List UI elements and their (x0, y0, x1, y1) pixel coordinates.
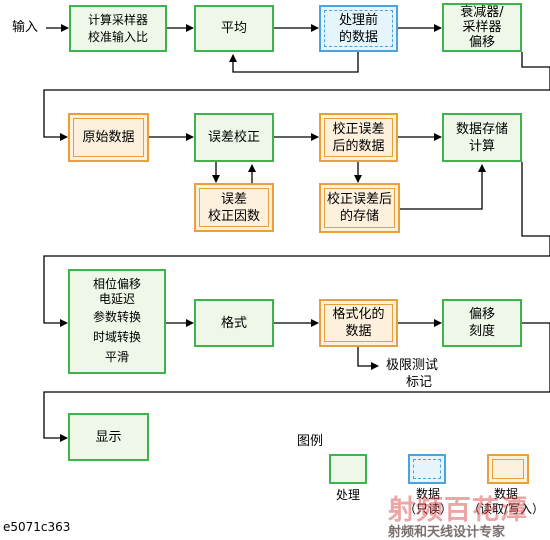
limit-test-label: 极限测试 标记 (386, 357, 438, 391)
limit-test-line-2: 标记 (406, 375, 433, 390)
legend-rw-line-1: 数据 (494, 487, 519, 501)
raw-data-label: 原始数据 (82, 130, 135, 145)
attenuator-box: 衰减器/ 采样器 偏移 (442, 3, 522, 52)
watermark-main: 射频百花潭 (388, 495, 528, 526)
legend-process-swatch (329, 454, 367, 484)
data-store-calc-line-2: 计算 (468, 138, 495, 154)
display-label: 显示 (95, 429, 122, 445)
raw-before-line-2: 的数据 (338, 29, 378, 45)
corrected-store-line-1: 校正误差后 (326, 192, 392, 207)
transforms-line-1: 相位偏移 (92, 276, 141, 291)
display-box: 显示 (68, 413, 149, 461)
arrow-wrap-1 (43, 52, 550, 141)
calc-sampler-box: 计算采样器 校准输入比 (69, 5, 167, 52)
legend-title: 图例 (297, 434, 324, 449)
raw-before-line-1: 处理前 (338, 12, 378, 28)
corrected-data-line-2: 后的数据 (332, 138, 385, 154)
transforms-box: 相位偏移 电延迟 参数转换 时域转换 平滑 (68, 269, 166, 374)
arrow-wrap-3 (43, 322, 550, 442)
transforms-line-5: 平滑 (104, 349, 129, 364)
corrected-data-line-1: 校正误差 (332, 121, 385, 137)
attenuator-line-3: 偏移 (468, 35, 495, 50)
figure-id: e5071c363 (3, 520, 71, 534)
format-label: 格式 (220, 315, 247, 331)
arrow-14 (357, 347, 379, 370)
transforms-line-4: 时域转换 (92, 329, 141, 344)
legend-readonly-label: 数据 （只读） (404, 487, 452, 517)
offset-scale-box: 偏移 刻度 (442, 299, 522, 347)
error-coeff-line-1: 误差 (220, 191, 247, 207)
offset-scale-line-1: 偏移 (468, 307, 495, 322)
legend-readonly-line-1: 数据 (416, 487, 441, 501)
offset-scale-line-2: 刻度 (468, 324, 495, 339)
formatted-data-line-2: 数据 (345, 324, 372, 339)
legend-process-label: 处理 (336, 488, 361, 502)
transforms-line-3: 参数转换 (92, 309, 141, 324)
error-coeff-line-2: 校正因数 (207, 208, 260, 224)
attenuator-line-1: 衰减器/ (460, 5, 504, 20)
error-correction-label: 误差校正 (207, 130, 260, 145)
data-store-calc-box: 数据存储 计算 (442, 113, 522, 162)
input-label: 输入 (12, 20, 39, 35)
arrow-feedback (229, 52, 359, 73)
arrow-wrap-2 (43, 162, 550, 327)
format-box: 格式 (194, 299, 274, 347)
formatted-data-line-1: 格式化的 (332, 307, 385, 322)
watermark-sub: 射频和天线设计专家 (388, 525, 506, 540)
corrected-store-line-2: 的存储 (339, 209, 379, 224)
attenuator-line-2: 采样器 (462, 20, 502, 35)
corrected-data-box: 校正误差 后的数据 (319, 113, 398, 162)
legend-rw-label: 数据 （读取/写入） (468, 487, 544, 517)
legend-rw-swatch (487, 454, 529, 484)
averaging-box: 平均 (194, 5, 274, 52)
raw-data-box: 原始数据 (68, 113, 149, 162)
transforms-line-2: 电延迟 (98, 291, 135, 306)
calc-sampler-line-2: 校准输入比 (87, 29, 148, 44)
calc-sampler-line-1: 计算采样器 (87, 12, 148, 27)
limit-test-line-1: 极限测试 (386, 358, 439, 373)
legend-rw-line-2: （读取/写入） (468, 502, 545, 516)
formatted-data-box: 格式化的 数据 (319, 299, 398, 347)
data-store-calc-line-1: 数据存储 (455, 121, 508, 137)
error-correction-box: 误差校正 (194, 113, 274, 162)
legend-readonly-line-2: （只读） (404, 502, 453, 516)
corrected-store-box: 校正误差后 的存储 (319, 183, 400, 233)
averaging-label: 平均 (220, 21, 247, 36)
arrow-10 (400, 164, 486, 210)
raw-before-box: 处理前 的数据 (319, 5, 398, 52)
error-coeff-box: 误差 校正因数 (194, 183, 274, 232)
legend-readonly-swatch (408, 454, 446, 484)
